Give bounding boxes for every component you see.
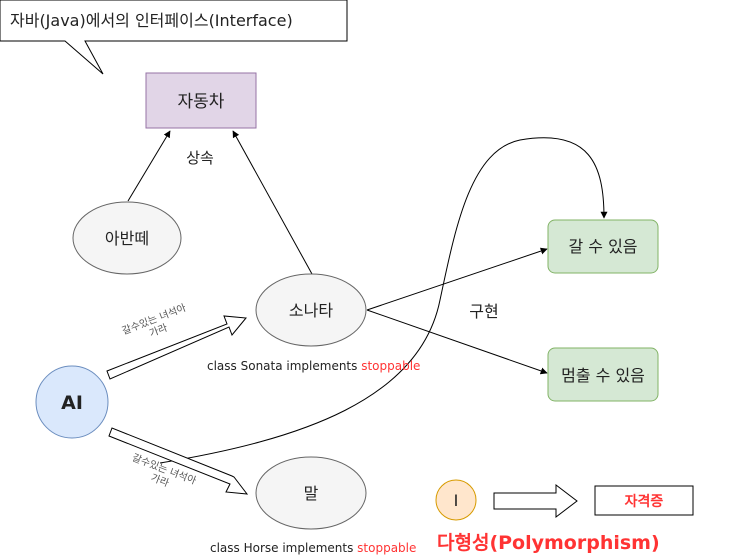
sonata-class-text: class Sonata implements stoppable: [207, 359, 420, 373]
can-stop-label: 멈출 수 있음: [561, 366, 645, 385]
horse-class-text: class Horse implements stoppable: [210, 541, 416, 555]
horse-to-can-go-curve: [159, 137, 608, 464]
polymorphism-label: 다형성(Polymorphism): [437, 532, 660, 554]
avante-label: 아반떼: [105, 229, 149, 248]
title-callout: 자바(Java)에서의 인터페이스(Interface): [0, 0, 348, 75]
horse-node[interactable]: 말: [255, 456, 367, 530]
sonata-to-car-arrow: [232, 130, 313, 275]
ai-label: AI: [61, 392, 83, 414]
avante-node[interactable]: 아반떼: [72, 201, 182, 275]
can-go-node[interactable]: 갈 수 있음: [547, 219, 659, 274]
qualification-label: 자격증: [625, 493, 664, 510]
qualification-node[interactable]: 자격증: [594, 485, 694, 516]
arrow-top-label: 갈수있는 녀석아 가라: [120, 301, 188, 340]
ai-node[interactable]: AI: [35, 365, 109, 439]
car-label: 자동차: [178, 92, 225, 112]
inherit-label: 상속: [186, 149, 214, 167]
sonata-class-iface: stoppable: [361, 359, 420, 373]
can-stop-node[interactable]: 멈출 수 있음: [547, 347, 659, 402]
sonata-to-can-go-arrow: [366, 247, 548, 311]
implement-label: 구현: [469, 302, 498, 321]
horse-class-prefix: class Horse implements: [210, 541, 357, 555]
sonata-node[interactable]: 소나타: [255, 273, 367, 347]
sonata-label: 소나타: [289, 301, 333, 320]
interface-i-label: I: [454, 491, 459, 510]
car-node[interactable]: 자동차: [145, 72, 257, 129]
horse-class-iface: stoppable: [357, 541, 416, 555]
sonata-to-can-stop-arrow: [366, 309, 548, 375]
connectors: [127, 130, 608, 464]
ai-to-sonata-block-arrow: [106, 315, 247, 380]
i-to-qualification-block-arrow: [493, 483, 578, 519]
can-go-label: 갈 수 있음: [568, 237, 637, 256]
ai-to-horse-block-arrow: [108, 427, 249, 495]
avante-to-car-arrow: [127, 130, 171, 202]
horse-label: 말: [304, 484, 319, 503]
callout-text: 자바(Java)에서의 인터페이스(Interface): [10, 11, 293, 30]
interface-i-node[interactable]: I: [435, 479, 477, 521]
sonata-class-prefix: class Sonata implements: [207, 359, 361, 373]
